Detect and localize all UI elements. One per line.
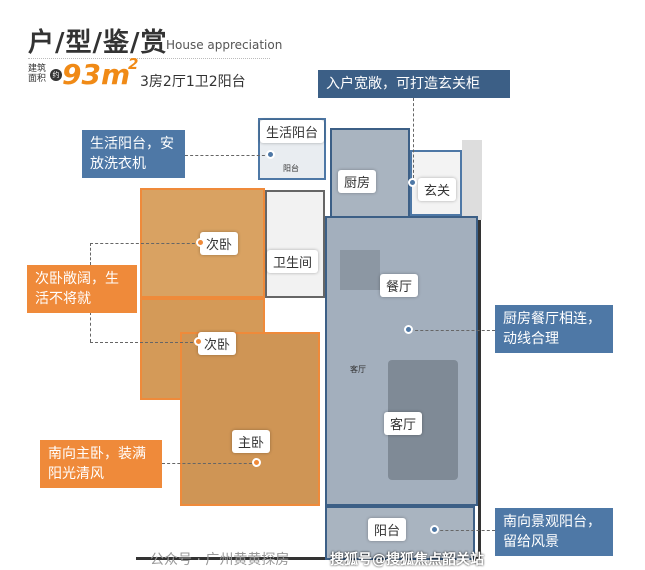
connector-balcony	[435, 530, 495, 531]
room-master-bedroom	[180, 332, 320, 506]
area-value: 93m	[62, 58, 131, 91]
marker-bed2a	[196, 238, 205, 247]
divider	[28, 58, 270, 59]
connector-bed2b	[90, 342, 198, 343]
room-entry-corridor	[462, 140, 482, 220]
label-bathroom: 卫生间	[267, 250, 319, 273]
connector-bed2a-v	[90, 243, 91, 265]
label-bedroom-2b: 次卧	[198, 332, 237, 355]
callout-kitchen-dining: 厨房餐厅相连，动线合理	[495, 305, 613, 353]
marker-master	[252, 458, 261, 467]
marker-balcony	[430, 525, 439, 534]
callout-second-bedroom: 次卧敞阔，生活不将就	[27, 265, 137, 313]
watermark: 搜狐号@搜狐焦点韶关站	[330, 552, 484, 568]
label-laundry-balcony: 生活阳台	[260, 120, 325, 143]
marker-laundry	[266, 150, 275, 159]
page-subtitle: House appreciation	[166, 38, 283, 52]
callout-master: 南向主卧，装满阳光清风	[40, 440, 162, 488]
marker-dining	[404, 325, 413, 334]
connector-master	[162, 463, 257, 464]
approx-badge: 约	[50, 69, 62, 81]
small-label-balcony: 阳台	[283, 164, 299, 173]
area-unit-sup: 2	[128, 55, 139, 73]
connector-entry	[413, 98, 414, 178]
marker-bed2b	[194, 337, 203, 346]
connector-dining	[410, 330, 495, 331]
room-bathroom	[265, 190, 325, 298]
label-dining: 餐厅	[380, 274, 419, 297]
dining-table	[340, 250, 380, 290]
page-title: 户/型/鉴/赏	[28, 28, 168, 58]
label-kitchen: 厨房	[338, 170, 377, 193]
watermark-sub: 公众号 · 广州黄黄探房	[150, 552, 290, 568]
callout-laundry: 生活阳台，安放洗衣机	[82, 130, 185, 178]
plan-outer-wall	[136, 180, 481, 560]
marker-foyer	[408, 178, 417, 187]
small-label-living: 客厅	[350, 365, 366, 374]
connector-bed2a	[90, 243, 200, 244]
label-bedroom-2a: 次卧	[200, 232, 239, 255]
callout-balcony: 南向景观阳台，留给风景	[495, 508, 613, 556]
area-label: 建筑面积	[28, 64, 47, 84]
label-living: 客厅	[384, 412, 423, 435]
label-balcony: 阳台	[368, 518, 407, 541]
connector-laundry	[185, 155, 270, 156]
connector-bed2b-v	[90, 312, 91, 342]
label-foyer: 玄关	[418, 178, 457, 201]
layout-summary: 3房2厅1卫2阳台	[140, 74, 246, 90]
callout-entry: 入户宽敞，可打造玄关柜	[318, 70, 510, 98]
label-master: 主卧	[232, 430, 271, 453]
